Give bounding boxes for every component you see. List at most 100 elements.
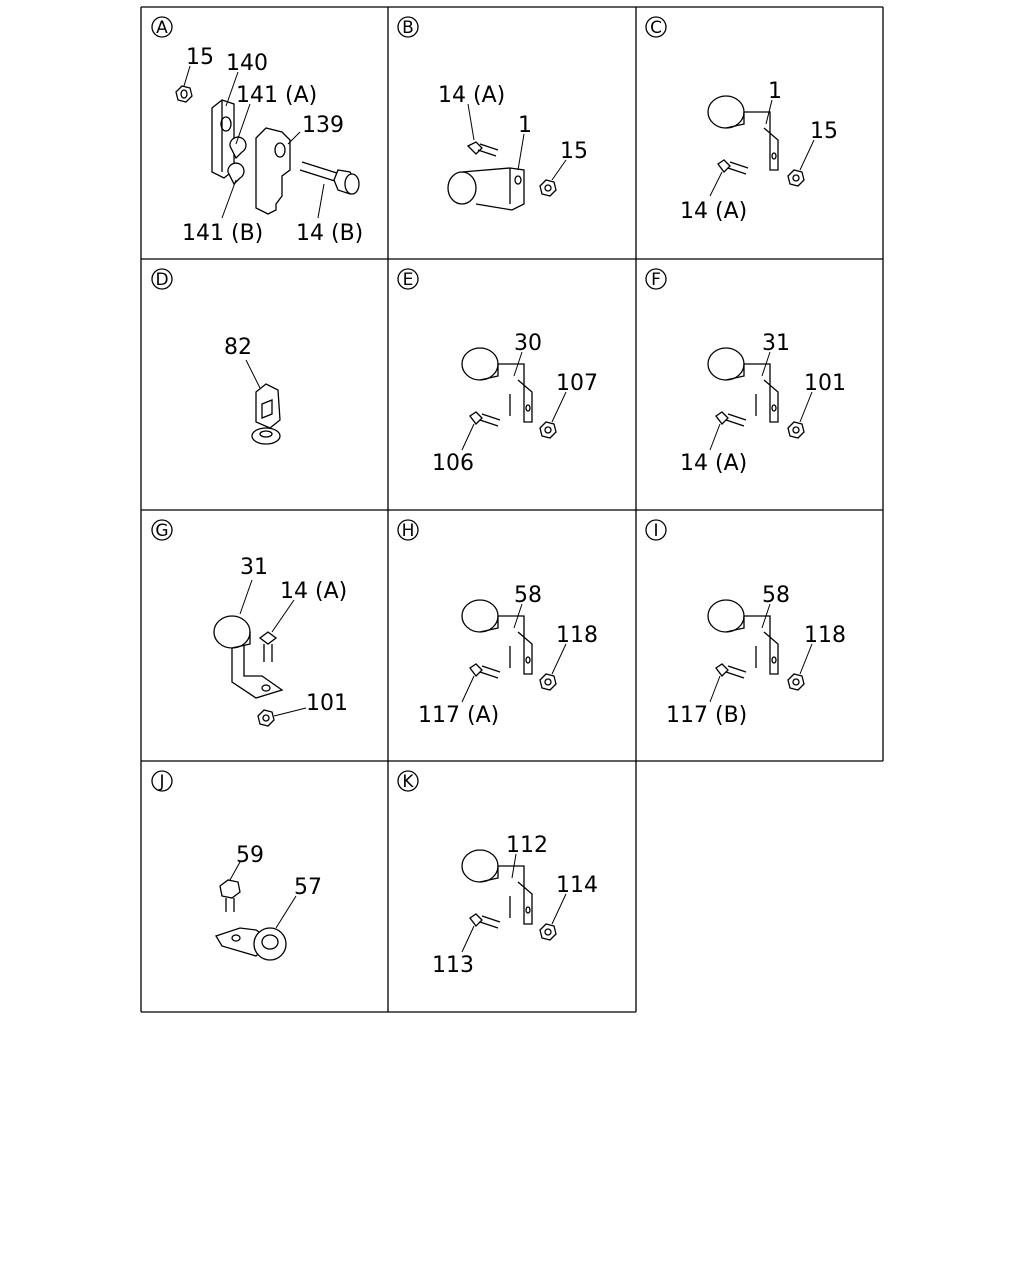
clamp-141a-part: [229, 136, 247, 160]
label-14a: 14 (A): [680, 199, 747, 224]
nut-101-part: [257, 709, 275, 727]
panel-h: H 58 118 117 (A): [397, 519, 598, 728]
label-140: 140: [226, 51, 268, 76]
bolt-117b-part: [715, 663, 747, 679]
label-101: 101: [306, 691, 348, 716]
clamp-1-part: [447, 167, 525, 211]
panel-k-badge: K: [397, 770, 419, 792]
panel-c: C 1 15 14 (A): [645, 16, 838, 224]
panel-c-letter: C: [650, 18, 662, 38]
panel-j: J 59 57: [151, 770, 322, 961]
clamp-58-part: [461, 599, 533, 675]
panel-b-badge: B: [397, 16, 419, 38]
label-82: 82: [224, 335, 252, 360]
label-106: 106: [432, 451, 474, 476]
label-14a: 14 (A): [280, 579, 347, 604]
nut-118-part: [787, 673, 805, 691]
panel-f-badge: F: [645, 268, 667, 290]
label-118: 118: [556, 623, 598, 648]
label-58: 58: [514, 583, 542, 608]
nut-15-part: [539, 179, 557, 197]
label-107: 107: [556, 371, 598, 396]
panel-k-letter: K: [402, 772, 414, 792]
bolt-113-part: [469, 913, 501, 929]
label-31: 31: [240, 555, 268, 580]
clip-82-part: [251, 383, 281, 445]
label-14b: 14 (B): [296, 221, 363, 246]
panel-d: D 82: [151, 268, 281, 445]
label-113: 113: [432, 953, 474, 978]
panel-i-letter: I: [653, 521, 658, 541]
label-1: 1: [518, 113, 532, 138]
label-15: 15: [810, 119, 838, 144]
panel-f: F 31 101 14 (A): [645, 268, 846, 476]
clip-57-part: [215, 927, 287, 961]
label-112: 112: [506, 833, 548, 858]
panel-c-badge: C: [645, 16, 667, 38]
label-101: 101: [804, 371, 846, 396]
panel-a: A 15 140 141 (A) 139 141 (B) 14 (B): [151, 16, 363, 246]
panel-e: E 30 107 106: [397, 268, 598, 476]
panel-e-letter: E: [403, 270, 414, 290]
panel-b: B 14 (A) 1 15: [397, 16, 588, 211]
screw-59-part: [219, 879, 241, 912]
panel-g-letter: G: [155, 521, 168, 541]
panel-i: I 58 118 117 (B): [645, 519, 846, 728]
nut-107-part: [539, 421, 557, 439]
nut-118-part: [539, 673, 557, 691]
bracket-139-part: [255, 127, 291, 215]
label-118: 118: [804, 623, 846, 648]
panel-g-badge: G: [151, 519, 173, 541]
panel-d-badge: D: [151, 268, 173, 290]
panel-i-badge: I: [645, 519, 667, 541]
bolt-14a-part: [466, 141, 499, 157]
panel-f-letter: F: [651, 270, 661, 290]
panel-a-letter: A: [156, 18, 168, 38]
nut-15-part: [787, 169, 805, 187]
label-15: 15: [186, 45, 214, 70]
bolt-14a-part: [258, 631, 278, 662]
panel-a-badge: A: [151, 16, 173, 38]
label-59: 59: [236, 843, 264, 868]
clamp-58-part: [707, 599, 779, 675]
panel-j-letter: J: [158, 772, 164, 792]
label-15: 15: [560, 139, 588, 164]
clamp-112-part: [461, 849, 533, 925]
nut-15-part: [175, 85, 193, 103]
nut-114-part: [539, 923, 557, 941]
nut-101-part: [787, 421, 805, 439]
bolt-14b-part: [299, 161, 360, 195]
label-141b: 141 (B): [182, 221, 263, 246]
bolt-14a-part: [715, 411, 747, 427]
label-58: 58: [762, 583, 790, 608]
label-57: 57: [294, 875, 322, 900]
panel-j-badge: J: [151, 770, 173, 792]
label-14a: 14 (A): [438, 83, 505, 108]
clamp-31-part: [213, 615, 284, 699]
label-1: 1: [768, 79, 782, 104]
label-31: 31: [762, 331, 790, 356]
panel-grid: [140, 6, 884, 1013]
panel-b-letter: B: [402, 18, 414, 38]
bolt-14a-part: [717, 159, 749, 175]
bolt-117a-part: [469, 663, 501, 679]
clamp-141b-part: [227, 162, 245, 186]
label-114: 114: [556, 873, 598, 898]
label-117a: 117 (A): [418, 703, 499, 728]
panel-k: K 112 114 113: [397, 770, 598, 978]
clamp-30-part: [461, 347, 533, 423]
panel-e-badge: E: [397, 268, 419, 290]
panel-g: G 31 14 (A) 101: [151, 519, 348, 727]
panel-h-letter: H: [402, 521, 415, 541]
label-117b: 117 (B): [666, 703, 747, 728]
panel-h-badge: H: [397, 519, 419, 541]
label-139: 139: [302, 113, 344, 138]
label-141a: 141 (A): [236, 83, 317, 108]
panel-d-letter: D: [155, 270, 168, 290]
label-30: 30: [514, 331, 542, 356]
bolt-106-part: [469, 411, 501, 427]
label-14a: 14 (A): [680, 451, 747, 476]
clamp-1-part: [707, 95, 779, 171]
